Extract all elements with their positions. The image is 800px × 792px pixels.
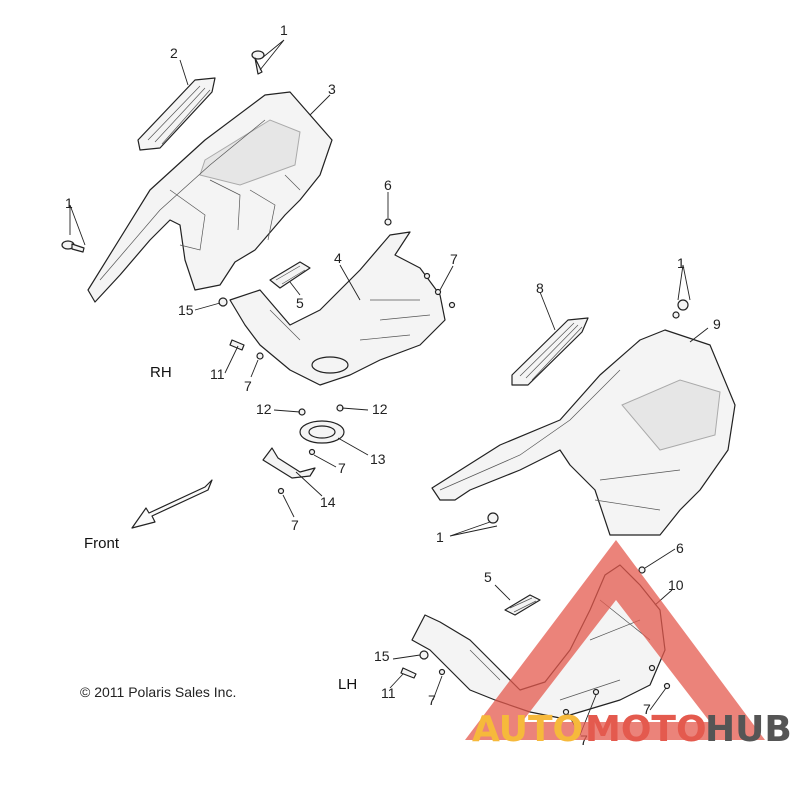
front-label: Front bbox=[84, 535, 120, 552]
callout-5-a: 5 bbox=[296, 295, 304, 311]
rh-side-panel bbox=[87, 91, 333, 303]
callout-2: 2 bbox=[170, 45, 178, 61]
copyright-text: © 2011 Polaris Sales Inc. bbox=[80, 684, 236, 700]
callout-12-a: 12 bbox=[256, 401, 272, 417]
callout-1-right: 1 bbox=[677, 255, 685, 271]
callout-11-b: 11 bbox=[381, 685, 396, 701]
small-hardware bbox=[218, 218, 456, 495]
callout-12-b: 12 bbox=[372, 401, 388, 417]
part-13-ring bbox=[299, 420, 345, 444]
callout-7-a: 7 bbox=[450, 251, 458, 267]
callout-7-b: 7 bbox=[244, 378, 252, 394]
callout-7-c: 7 bbox=[338, 460, 346, 476]
watermark-triangle-icon bbox=[465, 540, 765, 740]
rh-footwell-part-4 bbox=[229, 231, 446, 386]
leader-lines bbox=[69, 39, 709, 736]
lh-foot-peg-part-5 bbox=[504, 594, 541, 616]
lh-side-panel bbox=[431, 329, 736, 536]
callout-6-bottom: 6 bbox=[676, 540, 684, 556]
callout-15-b: 15 bbox=[374, 648, 390, 664]
callout-1-left: 1 bbox=[65, 195, 73, 211]
callout-1-top: 1 bbox=[280, 22, 288, 38]
watermark-moto: MOTO bbox=[585, 709, 707, 750]
part-8-grille bbox=[511, 317, 589, 386]
rh-foot-peg-part-5 bbox=[269, 261, 311, 289]
callout-7-e: 7 bbox=[428, 692, 436, 708]
front-direction-arrow bbox=[131, 479, 213, 529]
callout-1-bottom: 1 bbox=[436, 529, 444, 545]
lh-small-hardware bbox=[400, 566, 671, 716]
callout-3: 3 bbox=[328, 81, 336, 97]
part-14-bracket bbox=[262, 447, 316, 479]
part-2-grille bbox=[137, 77, 216, 151]
watermark-hub: HUB bbox=[705, 709, 792, 750]
watermark-logo: AUTO MOTO HUB bbox=[465, 540, 792, 750]
callout-6-top: 6 bbox=[384, 177, 392, 193]
lh-fasteners bbox=[487, 299, 689, 524]
callout-5-b: 5 bbox=[484, 569, 492, 585]
callout-15-a: 15 bbox=[178, 302, 194, 318]
callout-4: 4 bbox=[334, 250, 342, 266]
callout-14: 14 bbox=[320, 494, 336, 510]
lh-label: LH bbox=[338, 676, 357, 693]
callout-11-a: 11 bbox=[210, 366, 225, 382]
rh-label: RH bbox=[150, 364, 172, 381]
callout-13: 13 bbox=[370, 451, 386, 467]
watermark-auto: AUTO bbox=[472, 709, 583, 750]
callout-8: 8 bbox=[536, 280, 544, 296]
callout-10: 10 bbox=[668, 577, 684, 593]
callout-7-d: 7 bbox=[291, 517, 299, 533]
callout-7-g: 7 bbox=[643, 701, 651, 717]
callout-9: 9 bbox=[713, 316, 721, 332]
